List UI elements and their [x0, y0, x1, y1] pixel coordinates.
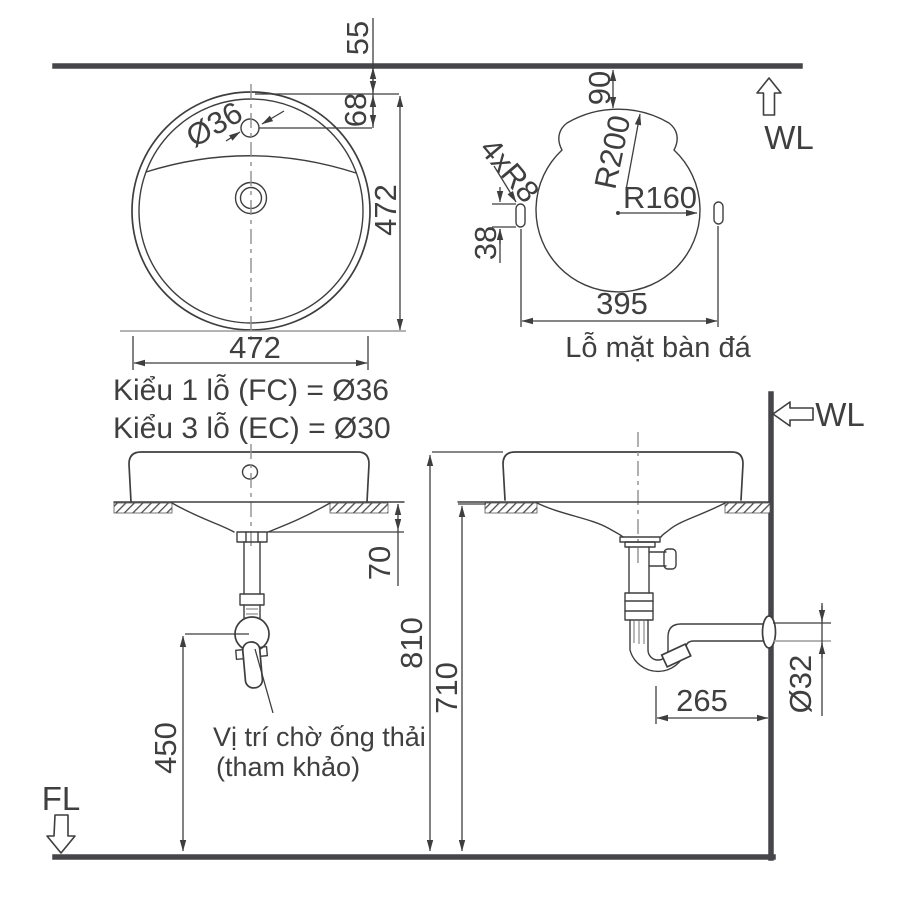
dim-450-label: 450	[148, 722, 183, 774]
dim-472v-label: 472	[368, 184, 403, 236]
hole-type-note-2: Kiểu 3 lỗ (EC) = Ø30	[113, 412, 391, 445]
bowl-underside-right-side	[660, 502, 726, 538]
basin-front-view: Vị trí chờ ống thải (tham khảo) 450 70	[113, 444, 426, 852]
drain-note-line1: Vị trí chờ ống thải	[213, 722, 426, 752]
faucet-hole-dim-label: Ø36	[180, 95, 248, 155]
radius-r160-label: R160	[623, 180, 697, 215]
hole-type-note-1: Kiểu 1 lỗ (FC) = Ø36	[113, 374, 389, 407]
dim-70-label: 70	[362, 546, 397, 580]
dim-38-label: 38	[468, 226, 503, 260]
countertop-cutout-view: 90 R200 R160 4xR8 38 395 Lỗ mặt bàn đá	[468, 69, 752, 364]
bowl-underside-right	[267, 502, 331, 533]
trap-union-nut	[660, 642, 692, 668]
counter-hatch-left	[113, 502, 173, 514]
faucet-hole-front	[241, 464, 259, 480]
branch-cap	[663, 548, 677, 570]
reference-lines: WL WL FL	[42, 63, 865, 861]
cutout-outline	[535, 108, 701, 293]
drain-flange-bottom	[624, 541, 656, 548]
fl-label: FL	[42, 780, 81, 817]
coupling-side	[624, 592, 654, 621]
slot-right	[713, 201, 724, 225]
slot-note-label: 4xR8	[473, 131, 546, 209]
wl-left-arrow-icon	[772, 401, 814, 427]
drain-note-leader	[254, 648, 274, 714]
fl-down-arrow-icon	[46, 814, 76, 854]
rim-section-side	[502, 451, 744, 501]
slot-left	[515, 203, 526, 228]
dim-pipe-label: Ø32	[783, 655, 818, 714]
dim-90-label: 90	[582, 71, 617, 105]
bowl-underside-left-side	[536, 502, 624, 538]
basin-side-view: Ø32 265 810 710	[394, 432, 831, 852]
basin-top-view: 55 68 Ø36 472 472 Kiểu 1 lỗ (FC) = Ø36 K…	[113, 18, 406, 445]
drain-locknut	[236, 531, 268, 543]
drain-flange-top	[619, 536, 661, 543]
counter-hatch-left-side	[484, 502, 538, 514]
wl-up-arrow-icon	[756, 77, 782, 116]
cutout-caption: Lỗ mặt bàn đá	[565, 331, 751, 364]
dim-265-label: 265	[676, 683, 728, 718]
wl-top-label: WL	[764, 119, 814, 156]
dim-55-label: 55	[340, 21, 375, 55]
wall-pipe-flange	[761, 615, 777, 649]
waste-stub-pipe	[235, 641, 269, 689]
rim-section	[128, 451, 370, 503]
counter-hatch-right-side	[724, 502, 771, 514]
stub-body	[241, 641, 264, 689]
faucet-leader-left	[225, 131, 241, 142]
bowl-underside-left	[171, 502, 235, 533]
radius-r200-line	[625, 113, 642, 191]
pipe-coupling	[239, 593, 265, 606]
dim-395-label: 395	[596, 286, 648, 321]
faucet-leader-right	[261, 110, 285, 125]
counter-hatch-right	[329, 502, 389, 514]
dim-810-label: 810	[394, 617, 429, 669]
dim-710-label: 710	[429, 662, 464, 714]
trap-outer	[629, 619, 770, 673]
dim-68-label: 68	[338, 93, 373, 127]
dim-472h-label: 472	[229, 330, 281, 365]
drain-note-line2: (tham khảo)	[216, 752, 360, 782]
slot-note-leader	[493, 165, 517, 203]
cutout-center-mark	[616, 211, 620, 215]
wl-side-label: WL	[815, 396, 865, 433]
